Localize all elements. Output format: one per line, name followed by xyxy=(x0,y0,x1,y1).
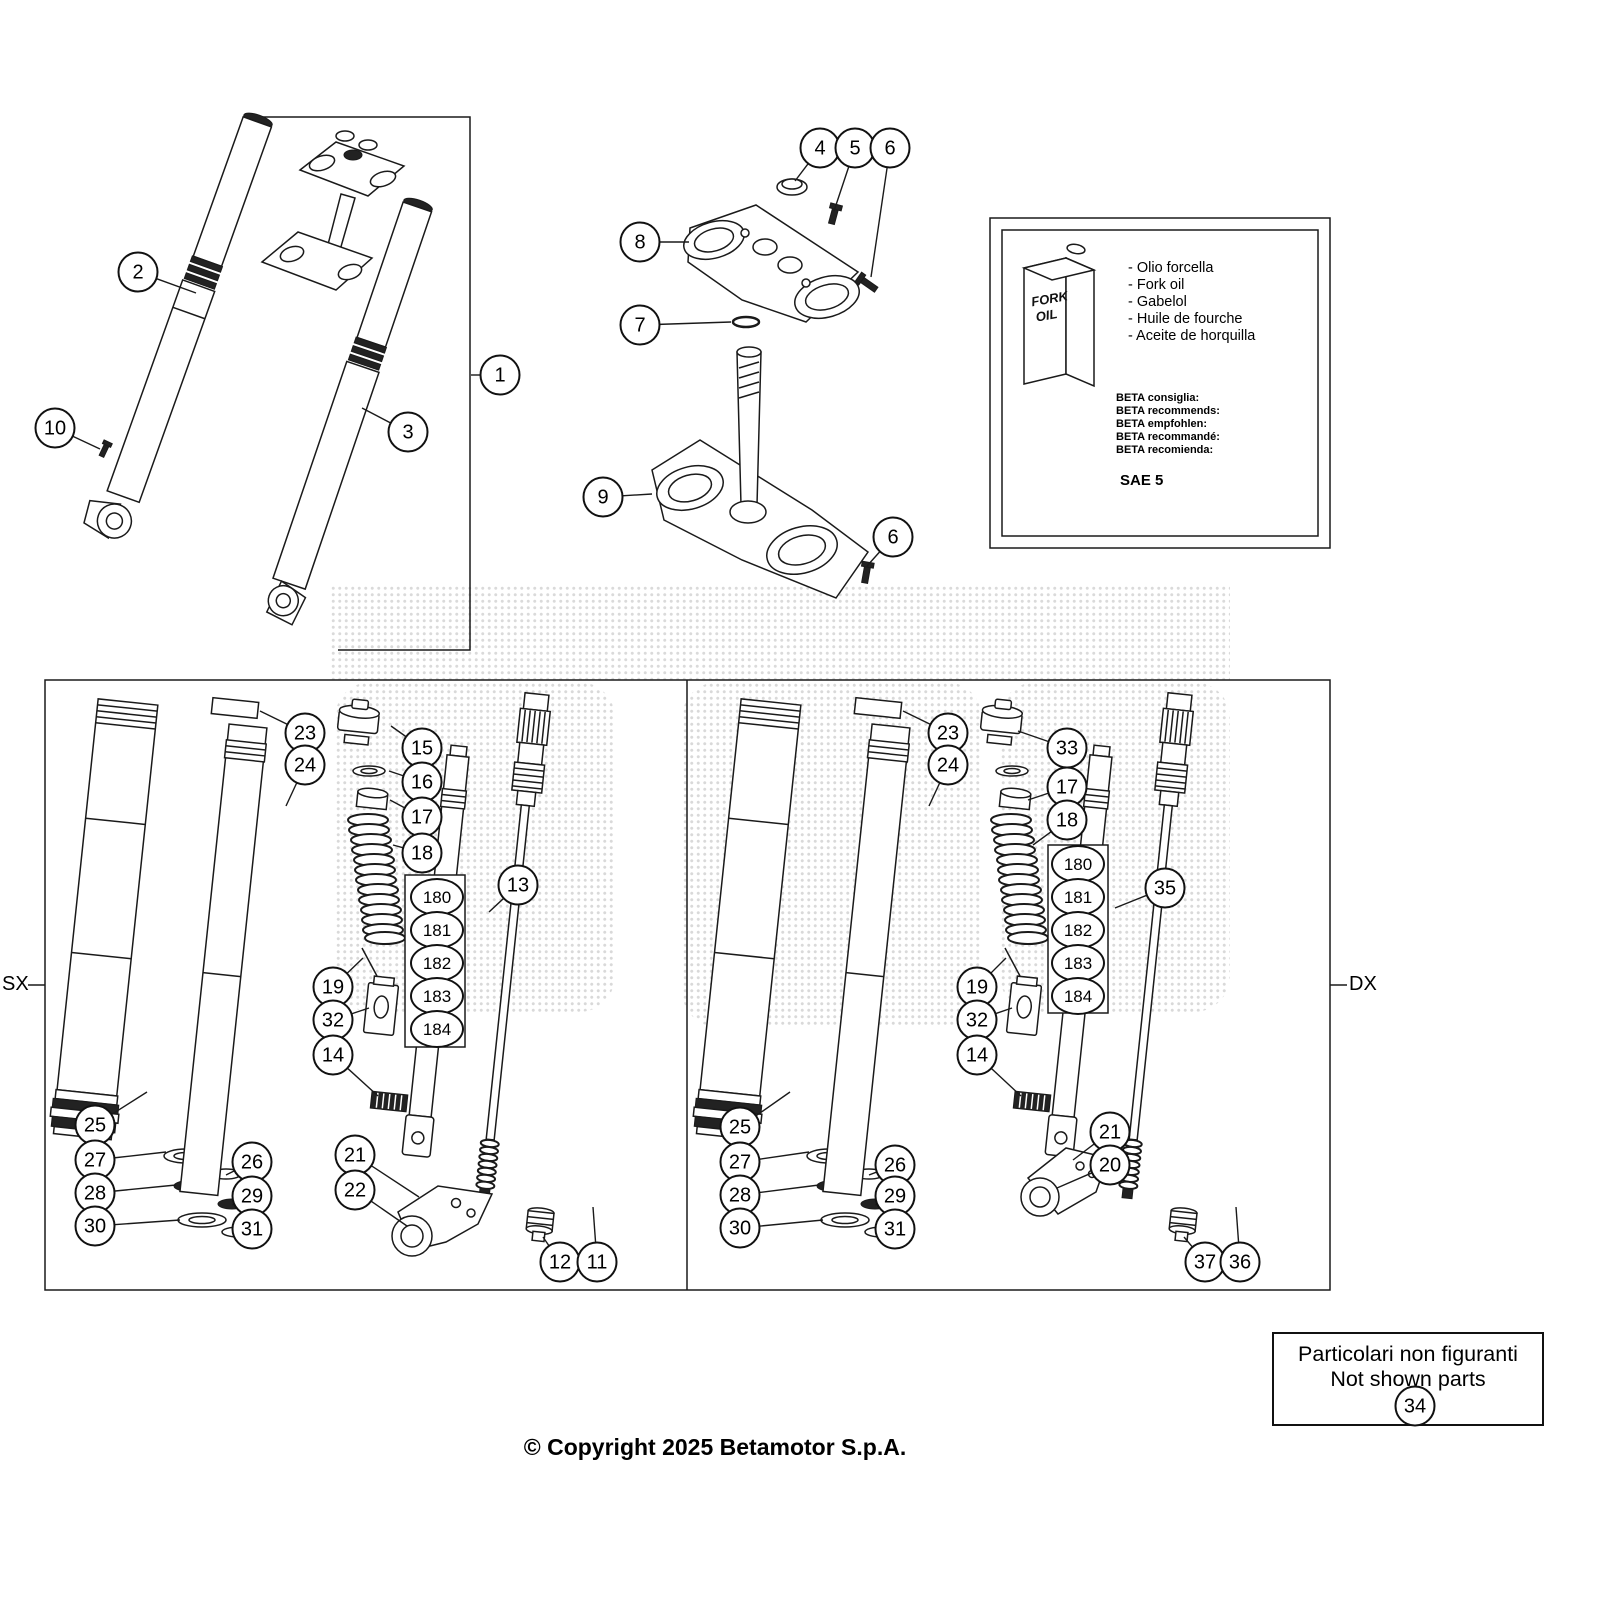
callout-184: 184 xyxy=(1051,977,1105,1015)
callout-31: 31 xyxy=(231,1208,273,1250)
axle-bracket-left-drawing xyxy=(391,1185,494,1257)
oil-name-line: - Fork oil xyxy=(1128,277,1185,293)
oil-recommendation-line: BETA consiglia: xyxy=(1116,392,1200,404)
callout-16: 16 xyxy=(401,761,443,803)
oil-name-line: - Huile de fourche xyxy=(1128,311,1243,327)
callout-34: 34 xyxy=(1394,1385,1436,1427)
callout-3: 3 xyxy=(387,411,429,453)
callout-2: 2 xyxy=(117,251,159,293)
fork-oil-box: FORK OIL xyxy=(989,217,1331,549)
lower-triple-clamp-drawing xyxy=(651,346,875,599)
callout-14: 14 xyxy=(312,1034,354,1076)
callout-4: 4 xyxy=(799,127,841,169)
callout-12: 12 xyxy=(539,1241,581,1283)
watermark-pattern xyxy=(330,585,1230,680)
callout-6: 6 xyxy=(872,516,914,558)
oil-names-list: - Olio forcella - Fork oil - Gabelol - H… xyxy=(1128,260,1255,345)
callout-36: 36 xyxy=(1219,1241,1261,1283)
fork-assembly-drawing xyxy=(83,112,471,651)
callout-21: 21 xyxy=(334,1134,376,1176)
callout-24: 24 xyxy=(284,744,326,786)
exploded-views-frame xyxy=(28,679,1347,1291)
callout-30: 30 xyxy=(74,1205,116,1247)
callout-30: 30 xyxy=(719,1207,761,1249)
watermark-pattern xyxy=(1000,682,1230,1012)
leader-lines xyxy=(71,162,1240,1248)
bottle-label-line1: FORK xyxy=(1030,288,1070,309)
callout-182: 182 xyxy=(1051,911,1105,949)
callout-22: 22 xyxy=(334,1169,376,1211)
callout-28: 28 xyxy=(74,1172,116,1214)
callout-17: 17 xyxy=(401,796,443,838)
copyright-line: © Copyright 2025 Betamotor S.p.A. xyxy=(523,1434,907,1460)
callout-29: 29 xyxy=(874,1175,916,1217)
oil-recommendation-line: BETA empfohlen: xyxy=(1116,418,1208,430)
side-label-dx: DX xyxy=(1349,973,1377,995)
callout-18: 18 xyxy=(1046,799,1088,841)
callout-18: 18 xyxy=(401,832,443,874)
callout-17: 17 xyxy=(1046,766,1088,808)
callout-8: 8 xyxy=(619,221,661,263)
callout-180: 180 xyxy=(1051,845,1105,883)
fork-oil-bottle-drawing: FORK OIL xyxy=(1021,243,1097,388)
callout-1: 1 xyxy=(479,354,521,396)
callout-32: 32 xyxy=(312,999,354,1041)
not-shown-title-it: Particolari non figuranti xyxy=(1298,1342,1518,1366)
callout-11: 11 xyxy=(576,1241,618,1283)
callout-180: 180 xyxy=(410,878,464,916)
callout-184: 184 xyxy=(410,1010,464,1048)
callout-33: 33 xyxy=(1046,727,1088,769)
oil-name-line: - Aceite de horquilla xyxy=(1128,328,1256,344)
oil-grade-label: SAE 5 xyxy=(1120,472,1164,489)
callout-24: 24 xyxy=(927,744,969,786)
callout-6: 6 xyxy=(869,127,911,169)
oil-name-line: - Olio forcella xyxy=(1128,260,1214,276)
callout-7: 7 xyxy=(619,304,661,346)
callout-10: 10 xyxy=(34,407,76,449)
oil-recommendation-line: BETA recommandé: xyxy=(1116,431,1220,443)
oil-recommendations-list: BETA consiglia: BETA recommends: BETA em… xyxy=(1116,392,1220,457)
callout-32: 32 xyxy=(956,999,998,1041)
callout-14: 14 xyxy=(956,1034,998,1076)
callout-13: 13 xyxy=(497,864,539,906)
pinch-screw-drawing xyxy=(98,439,113,459)
axle-bracket-right-drawing xyxy=(1020,1147,1109,1217)
callout-37: 37 xyxy=(1184,1241,1226,1283)
callout-183: 183 xyxy=(410,977,464,1015)
callout-5: 5 xyxy=(834,127,876,169)
callout-25: 25 xyxy=(74,1104,116,1146)
callout-26: 26 xyxy=(874,1144,916,1186)
callout-25: 25 xyxy=(719,1106,761,1148)
callout-35: 35 xyxy=(1144,867,1186,909)
callout-181: 181 xyxy=(410,911,464,949)
oil-recommendation-line: BETA recommends: xyxy=(1116,405,1220,417)
bottle-label-line2: OIL xyxy=(1034,306,1058,325)
side-label-sx: SX xyxy=(2,973,29,995)
oil-recommendation-line: BETA recomienda: xyxy=(1116,444,1214,456)
callout-9: 9 xyxy=(582,476,624,518)
oil-name-line: - Gabelol xyxy=(1128,294,1187,310)
callout-20: 20 xyxy=(1089,1144,1131,1186)
upper-triple-clamp-drawing xyxy=(683,178,879,329)
callout-31: 31 xyxy=(874,1208,916,1250)
